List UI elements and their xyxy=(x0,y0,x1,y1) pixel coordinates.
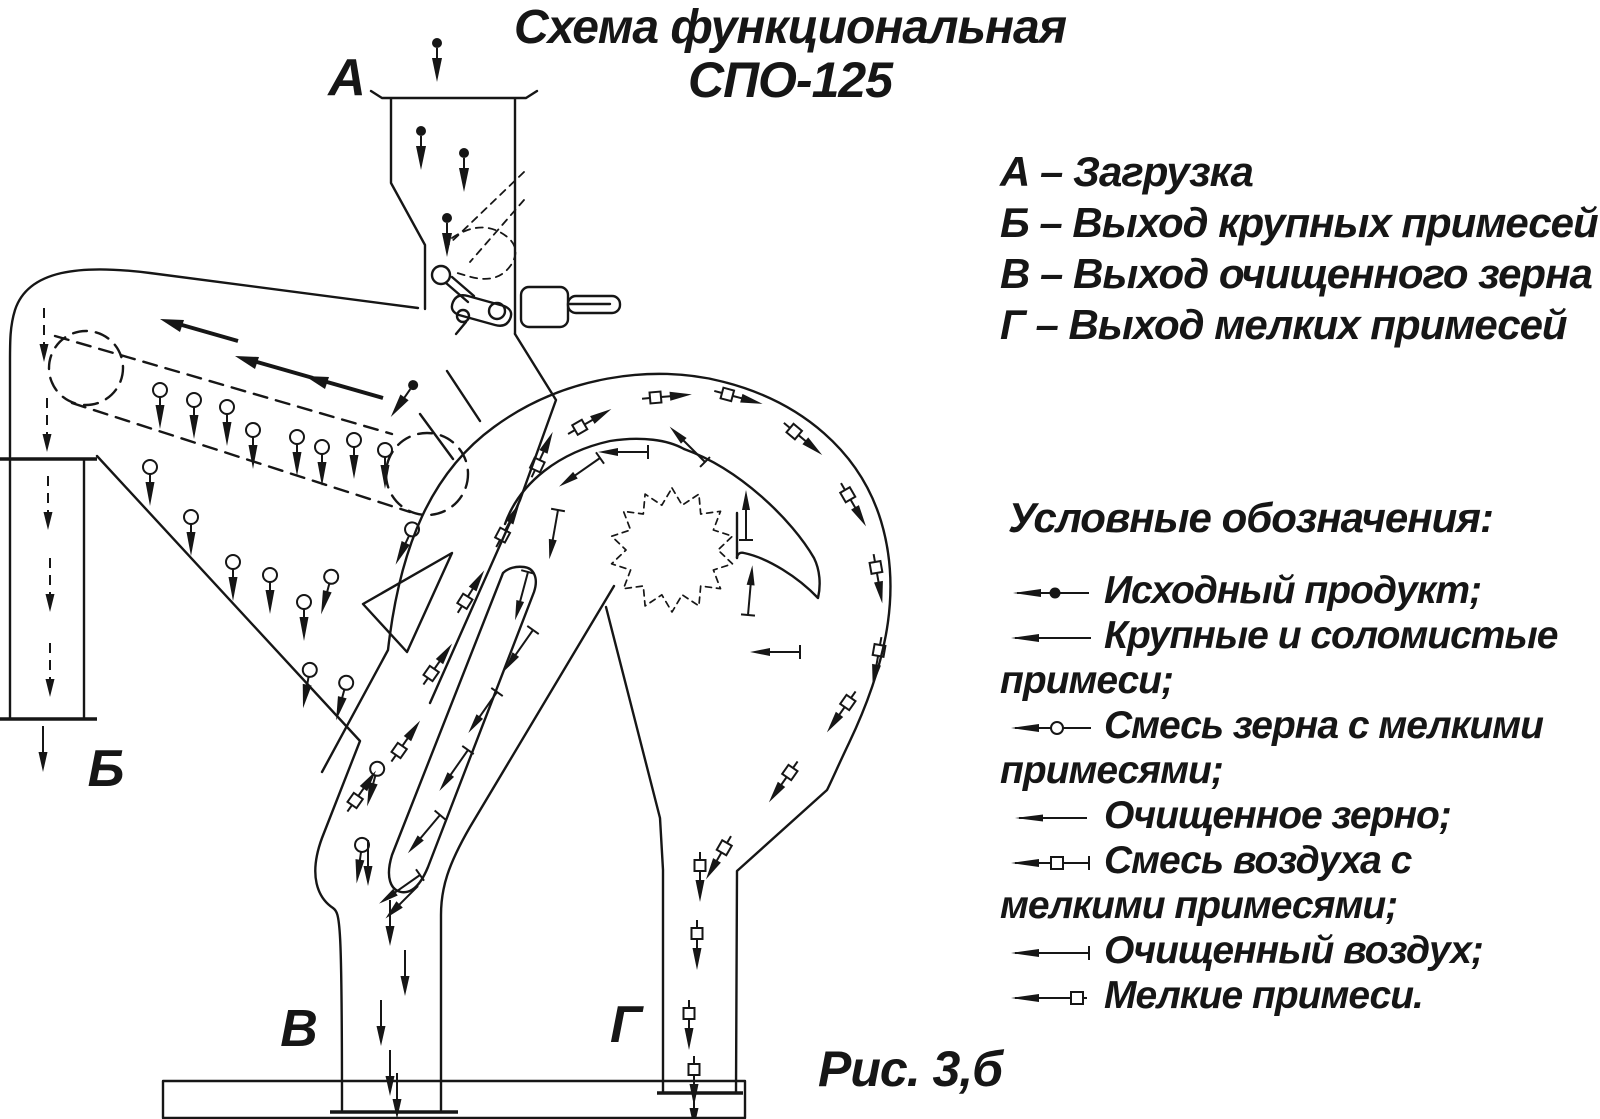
drawing-title-line2: СПО-125 xyxy=(687,52,893,108)
belt-separator xyxy=(47,329,470,517)
drawing-title: Схема функциональная СПО-125 xyxy=(430,1,1150,108)
symbols-heading: Условные обозначения: xyxy=(1008,494,1494,541)
port-label-load: А xyxy=(326,49,366,107)
drive-motor xyxy=(519,285,622,329)
aspiration-loop xyxy=(320,372,892,1095)
port-label-clean-grain: В xyxy=(280,1000,318,1058)
grain-channel-walls xyxy=(95,332,616,1112)
grain-fine-mix-icon xyxy=(1000,715,1104,741)
source-product-icon xyxy=(1000,580,1104,606)
port-legend-item: Б – Выход крупных примесей xyxy=(1000,199,1599,246)
flow-grain-fine-mix xyxy=(142,382,423,886)
port-legend-item: А – Загрузка xyxy=(1000,148,1254,195)
port-legend-item: Г – Выход мелких примесей xyxy=(1000,301,1568,348)
legend-item-text: Исходный продукт; xyxy=(1104,569,1482,612)
base-frame xyxy=(161,1079,747,1119)
legend-item-text: Мелкие примеси. xyxy=(1104,974,1424,1017)
legend-item: Мелкие примеси. xyxy=(1000,973,1580,1018)
legend-item-text: Очищенное зерно; xyxy=(1104,794,1452,837)
symbols-legend: Исходный продукт; Крупные и соломистые п… xyxy=(1000,568,1580,1018)
air-fine-mix-icon xyxy=(1000,850,1104,876)
legend-item-text: Смесь зерна с мелкими примесями; xyxy=(1000,704,1544,792)
flow-cleaned-grain xyxy=(362,839,700,1119)
port-label-fine-impurities: Г xyxy=(610,996,644,1054)
port-legend-item: В – Выход очищенного зерна xyxy=(1000,250,1593,297)
large-straw-impurities-icon xyxy=(1000,625,1104,651)
drawing-title-line1: Схема функциональная xyxy=(514,1,1067,54)
feeder-mechanism xyxy=(430,171,525,336)
flow-large-impurities xyxy=(37,307,56,773)
belt-flow-arrows xyxy=(160,319,384,400)
port-legend: А – Загрузка Б – Выход крупных примесей … xyxy=(1000,146,1599,350)
legend-item: Очищенный воздух; xyxy=(1000,928,1580,973)
legend-item-text: Очищенный воздух; xyxy=(1104,929,1484,972)
port-label-large-impurities: Б xyxy=(88,740,125,798)
legend-item-text: Смесь воздуха с мелкими примесями; xyxy=(1000,839,1412,927)
cleaned-air-icon xyxy=(1000,940,1104,966)
legend-item: Смесь зерна с мелкими примесями; xyxy=(1000,703,1580,793)
cleaned-grain-icon xyxy=(1000,805,1104,831)
legend-item-text: Крупные и соломистые примеси; xyxy=(1000,614,1558,702)
large-impurities-duct xyxy=(0,268,420,721)
feed-hopper xyxy=(369,89,539,336)
fan-impeller xyxy=(610,487,734,613)
legend-item: Смесь воздуха с мелкими примесями; xyxy=(1000,838,1580,928)
fine-impurities-icon xyxy=(1000,985,1104,1011)
legend-item: Исходный продукт; xyxy=(1000,568,1580,613)
legend-item: Очищенное зерно; xyxy=(1000,793,1580,838)
legend-item: Крупные и соломистые примеси; xyxy=(1000,613,1580,703)
figure-caption: Рис. 3,б xyxy=(818,1041,1003,1097)
